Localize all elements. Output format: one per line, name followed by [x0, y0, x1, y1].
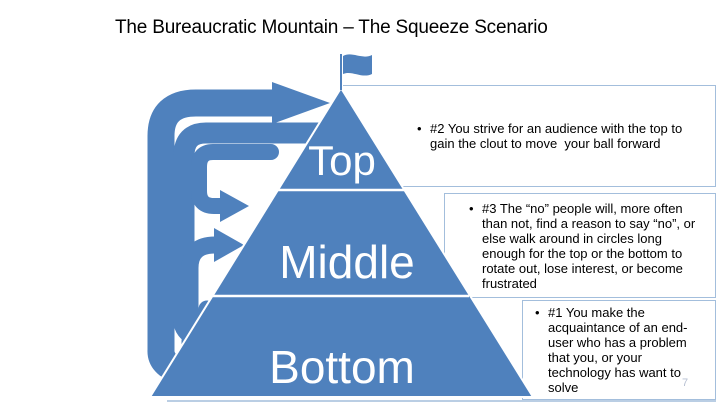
bullet-item: • #1 You make the acquaintance of an end…	[535, 305, 705, 395]
loop-arrow-middle-lower	[181, 236, 224, 336]
loop-arrow-second	[173, 122, 343, 345]
callout-box-bottom: • #1 You make the acquaintance of an end…	[522, 300, 716, 400]
callout-text-middle: #3 The “no” people will, more often than…	[482, 200, 699, 291]
loop-arrow-outer	[147, 89, 288, 382]
bullet-glyph: •	[417, 121, 422, 136]
bullet-item: • #2 You strive for an audience with the…	[417, 121, 707, 151]
slide-title: The Bureaucratic Mountain – The Squeeze …	[115, 17, 548, 38]
slide-number: 7	[682, 377, 689, 389]
callout-box-middle: • #3 The “no” people will, more often th…	[444, 193, 716, 298]
squeeze-loop-arrows-icon	[147, 89, 343, 382]
callout-box-top: • #2 You strive for an audience with the…	[343, 85, 716, 187]
arrowhead-top-icon	[272, 82, 330, 124]
bullet-item: • #3 The “no” people will, more often th…	[469, 201, 699, 291]
arrowheads	[214, 82, 330, 262]
pyramid-level-label-middle: Middle	[279, 236, 415, 288]
loop-arrow-middle-upper	[191, 144, 279, 214]
bullet-glyph: •	[469, 200, 474, 216]
callout-text-top: #2 You strive for an audience with the t…	[430, 121, 686, 151]
arrowhead-middle-lower-icon	[214, 228, 244, 262]
pyramid-level-label-bottom: Bottom	[269, 341, 415, 393]
arrowhead-middle-upper-icon	[220, 190, 249, 222]
bullet-glyph: •	[535, 305, 540, 320]
flag-banner	[343, 54, 372, 76]
callout-text-bottom: #1 You make the acquaintance of an end-u…	[548, 305, 691, 395]
